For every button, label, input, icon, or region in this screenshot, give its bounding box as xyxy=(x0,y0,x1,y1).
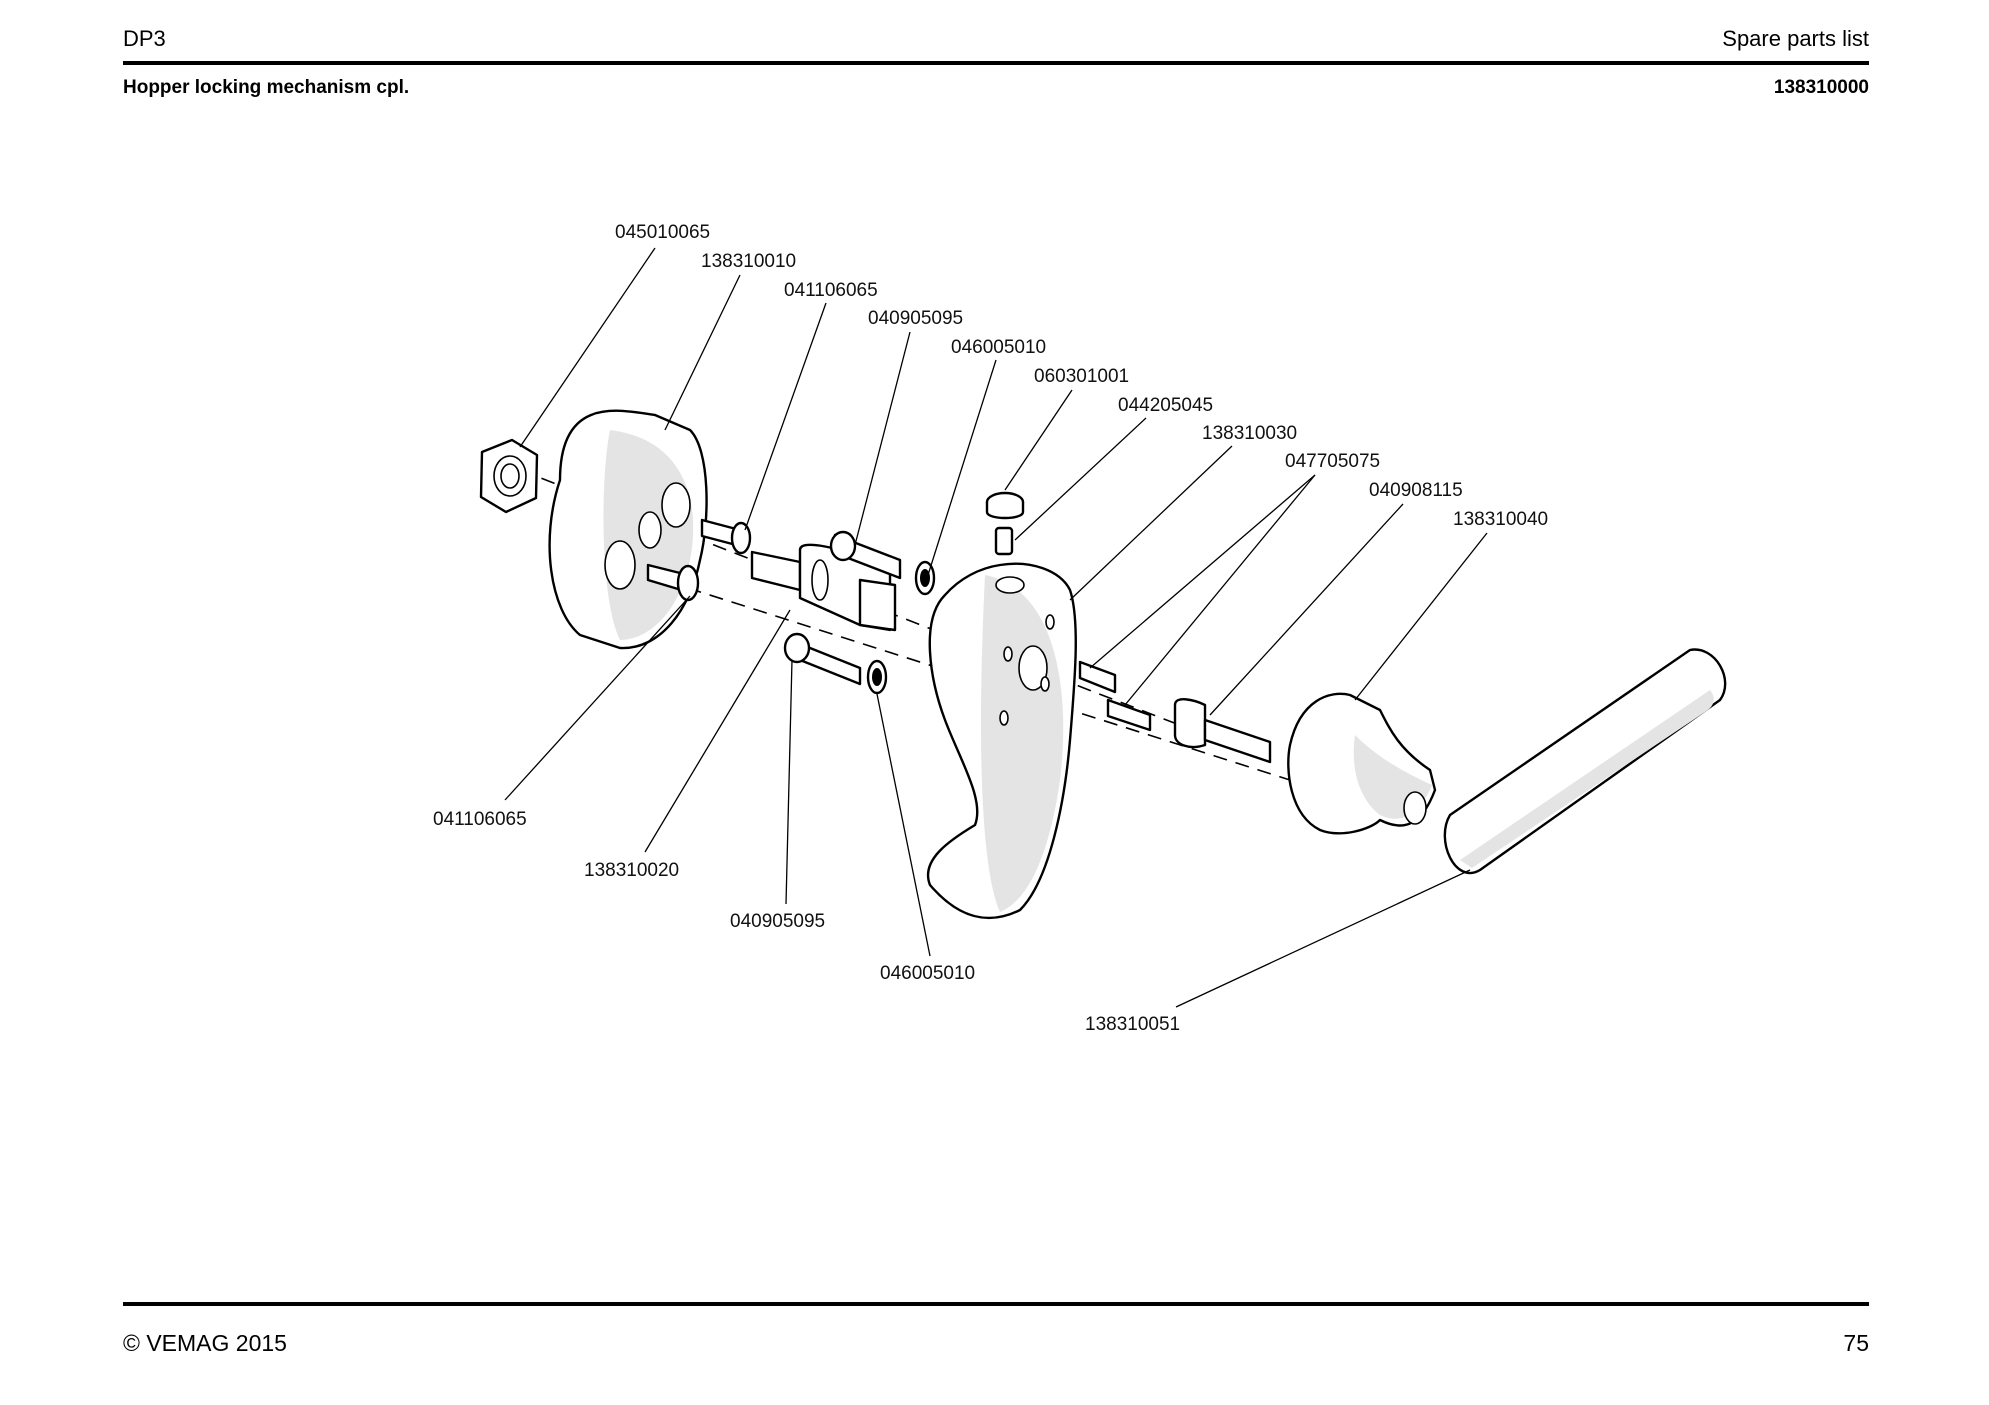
callout-138310010: 138310010 xyxy=(701,251,796,272)
lever-bracket-part xyxy=(926,562,1077,920)
shoulder-screw-part xyxy=(1173,698,1272,764)
callout-041106065-upper: 041106065 xyxy=(784,280,878,301)
copyright-notice: © VEMAG 2015 xyxy=(123,1330,287,1356)
callout-138310030: 138310030 xyxy=(1202,423,1297,444)
callout-040908115: 040908115 xyxy=(1369,480,1463,501)
callout-040905095-lower: 040905095 xyxy=(730,911,825,932)
callout-041106065-lower: 041106065 xyxy=(433,809,527,830)
document-type: Spare parts list xyxy=(1722,26,1869,51)
callout-040905095-upper: 040905095 xyxy=(868,308,963,329)
assembly-title: Hopper locking mechanism cpl. xyxy=(123,77,410,98)
callout-138310020: 138310020 xyxy=(584,860,679,881)
callout-046005010-upper: 046005010 xyxy=(951,337,1046,358)
set-screw-part xyxy=(994,526,1014,556)
disc-part xyxy=(548,409,708,650)
callout-060301001: 060301001 xyxy=(1034,366,1129,387)
hex-nut-part xyxy=(479,438,539,514)
callout-046005010-lower: 046005010 xyxy=(880,963,975,984)
callout-138310051: 138310051 xyxy=(1085,1014,1180,1035)
washer-lower xyxy=(866,659,888,695)
assembly-axis-lower xyxy=(599,559,1291,781)
callout-044205045: 044205045 xyxy=(1118,395,1213,416)
countersunk-screw-upper xyxy=(700,518,752,555)
header-divider xyxy=(123,61,1869,65)
leader-lines xyxy=(504,247,1488,1008)
washer-upper xyxy=(914,560,936,596)
footer-divider xyxy=(123,1302,1869,1306)
countersunk-screw-lower xyxy=(646,563,700,602)
page-number: 75 xyxy=(1843,1330,1869,1356)
callout-045010065: 045010065 xyxy=(615,222,710,243)
handle-part xyxy=(1443,648,1727,874)
callout-138310040: 138310040 xyxy=(1453,509,1548,530)
socket-screw-upper xyxy=(829,530,902,580)
assembly-number: 138310000 xyxy=(1773,77,1869,98)
pin-parts xyxy=(1078,660,1152,732)
socket-screw-lower xyxy=(783,632,862,686)
callout-047705075: 047705075 xyxy=(1285,451,1380,472)
cap-part xyxy=(985,491,1025,520)
product-name: DP3 xyxy=(123,26,166,51)
knob-part xyxy=(1287,692,1437,835)
